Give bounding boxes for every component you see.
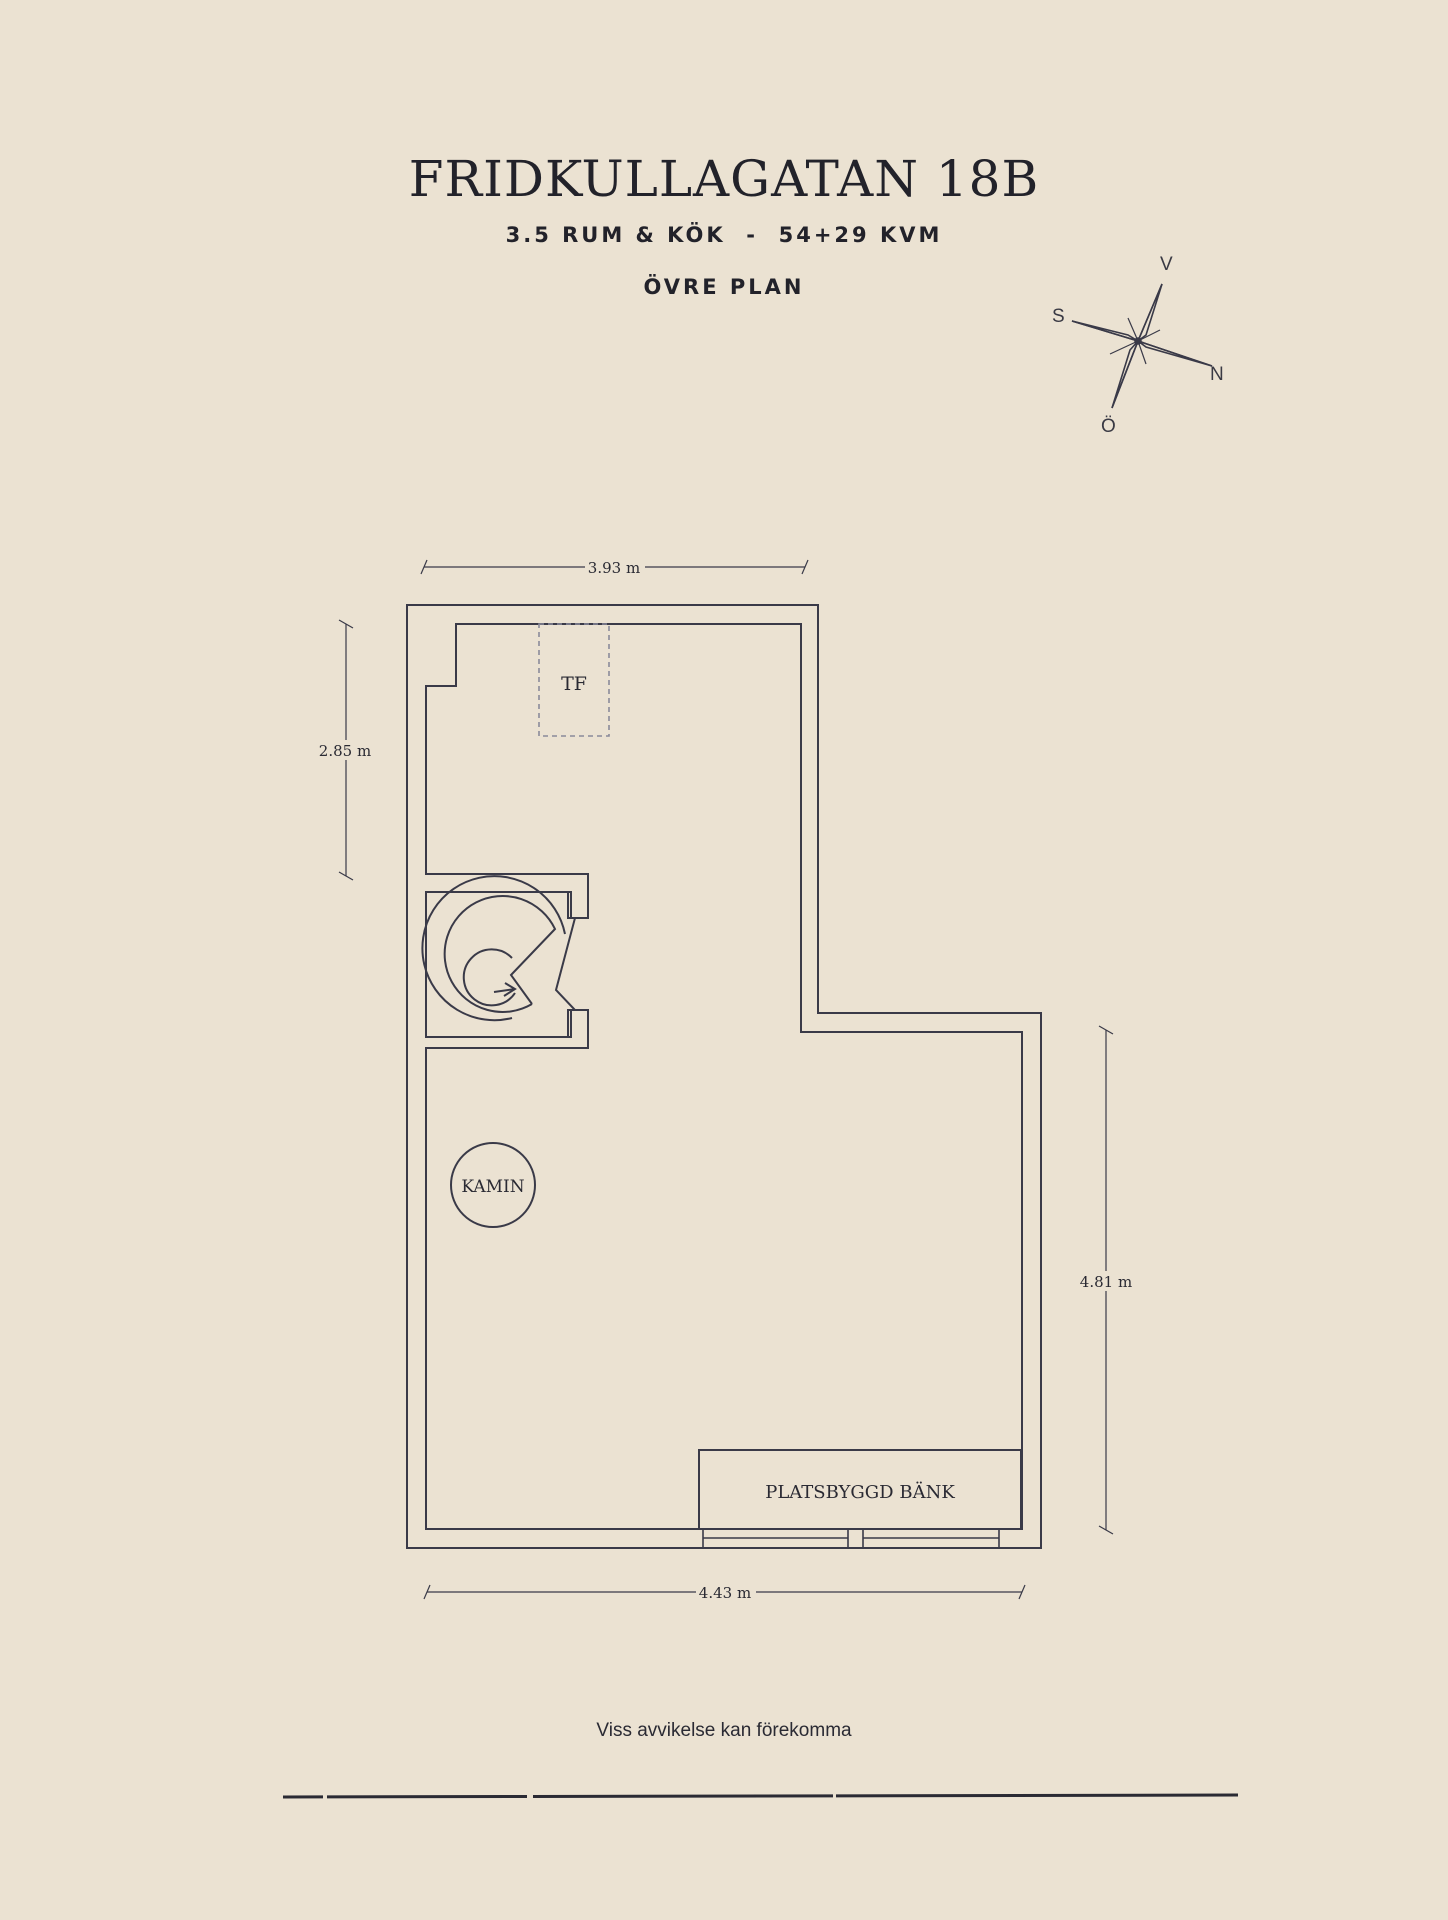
compass-west-label: V [1160,254,1173,275]
page-title: FRIDKULLAGATAN 18B [408,150,1040,208]
compass-north-label: N [1210,364,1224,385]
apartment-summary: 3.5 RUM & KÖK - 54+29 KVM [505,223,943,247]
dimension-left-height: 2.85 m [319,742,371,760]
built-in-bench [698,1449,1022,1530]
footer-divider [282,1793,1239,1799]
floor-level-label: ÖVRE PLAN [643,275,805,299]
disclaimer-text: Viss avvikelse kan förekomma [596,1720,852,1741]
tf-label: TF [561,673,587,695]
fireplace-icon [450,1142,536,1228]
tf-marker [538,623,610,737]
windows [702,1528,1000,1549]
compass-south-label: S [1052,306,1065,327]
bench-label: PLATSBYGGD BÄNK [765,1480,955,1503]
dimension-bottom-width: 4.43 m [699,1584,751,1602]
staircase [421,875,578,1038]
compass-east-label: Ö [1101,416,1116,437]
dimension-lines [338,559,1114,1600]
fireplace-label: KAMIN [461,1177,524,1197]
dimension-right-height: 4.81 m [1080,1273,1132,1291]
compass-rose-icon [1071,283,1213,409]
dimension-top-width: 3.93 m [588,559,640,577]
exterior-walls [406,604,1042,1549]
